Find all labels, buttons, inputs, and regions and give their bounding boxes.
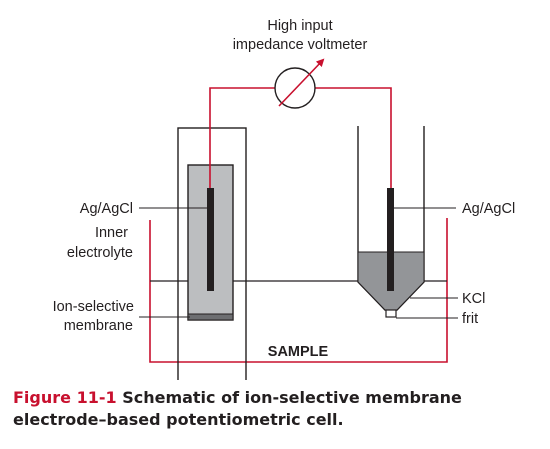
voltmeter-label-line2: impedance voltmeter <box>233 37 368 53</box>
right-wire <box>315 87 392 188</box>
left-agagcl-label: Ag/AgCl <box>80 201 133 217</box>
figure-caption: Figure 11-1 Schematic of ion-selective m… <box>13 387 543 431</box>
voltmeter-needle-arrow <box>278 58 325 107</box>
membrane-label-line2: membrane <box>64 318 133 334</box>
frit <box>385 309 397 318</box>
membrane-label-line1: Ion-selective <box>53 299 134 315</box>
voltmeter-label-line1: High input <box>267 18 332 34</box>
figure-caption-text: Schematic of ion-selective membrane elec… <box>13 388 462 429</box>
figure-number: Figure 11-1 <box>13 388 117 407</box>
ion-selective-electrode-outer-tube <box>177 127 247 380</box>
sample-container <box>149 218 448 363</box>
inner-electrolyte-label-line1: Inner <box>95 225 128 241</box>
kcl-label: KCl <box>462 291 485 307</box>
ion-selective-membrane <box>187 313 234 321</box>
sample-label: SAMPLE <box>268 344 329 360</box>
right-agagcl-label: Ag/AgCl <box>462 201 515 217</box>
right-agagcl-electrode <box>387 188 394 291</box>
inner-electrolyte-label-line2: electrolyte <box>67 245 133 261</box>
left-agagcl-electrode <box>207 188 214 291</box>
frit-label: frit <box>462 311 478 327</box>
potentiometric-cell-diagram: High input impedance voltmeter Ag/AgCl I… <box>53 18 515 380</box>
left-wire <box>209 87 275 188</box>
